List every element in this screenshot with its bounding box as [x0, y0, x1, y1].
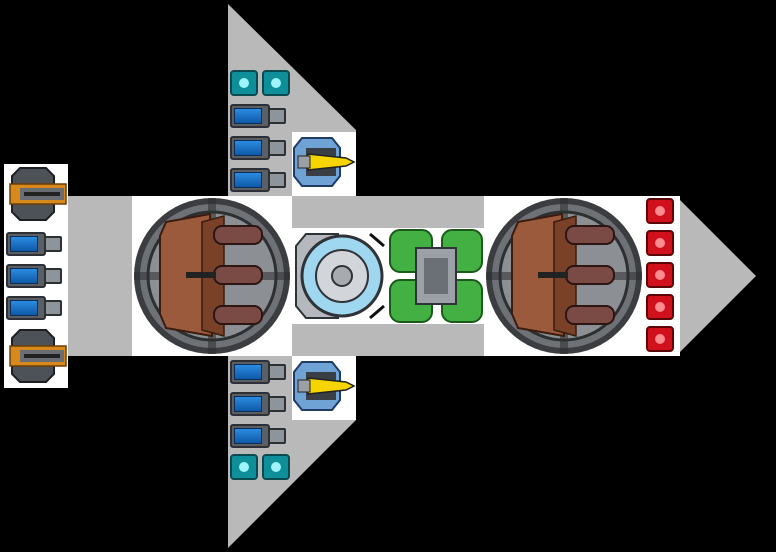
- cannon-icon[interactable]: [6, 328, 70, 384]
- drone-pip-icon[interactable]: [646, 294, 674, 320]
- missile-launcher-icon[interactable]: [292, 134, 356, 190]
- battery-icon[interactable]: [230, 358, 288, 386]
- drone-pip-icon[interactable]: [646, 230, 674, 256]
- shield-pip-icon[interactable]: [230, 454, 258, 480]
- battery-icon[interactable]: [6, 262, 64, 290]
- battery-icon[interactable]: [230, 102, 288, 130]
- drone-pip-icon[interactable]: [646, 198, 674, 224]
- battery-icon[interactable]: [230, 390, 288, 418]
- cannon-icon[interactable]: [6, 166, 70, 222]
- battery-icon[interactable]: [6, 294, 64, 322]
- reactor-icon[interactable]: [292, 228, 388, 324]
- shield-pip-icon[interactable]: [262, 454, 290, 480]
- corridor-top-wall: [292, 196, 484, 228]
- hull-nose: [676, 196, 756, 356]
- missile-launcher-icon[interactable]: [292, 358, 356, 414]
- drone-pip-icon[interactable]: [646, 262, 674, 288]
- cargo-pod-icon[interactable]: [484, 196, 644, 356]
- drone-pip-icon[interactable]: [646, 326, 674, 352]
- battery-icon[interactable]: [6, 230, 64, 258]
- battery-icon[interactable]: [230, 134, 288, 162]
- shield-pip-icon[interactable]: [230, 70, 258, 96]
- engine-icon[interactable]: [388, 228, 484, 324]
- battery-icon[interactable]: [230, 422, 288, 450]
- shield-pip-icon[interactable]: [262, 70, 290, 96]
- battery-icon[interactable]: [230, 166, 288, 194]
- cargo-pod-icon[interactable]: [132, 196, 292, 356]
- corridor-bottom-wall: [292, 324, 484, 356]
